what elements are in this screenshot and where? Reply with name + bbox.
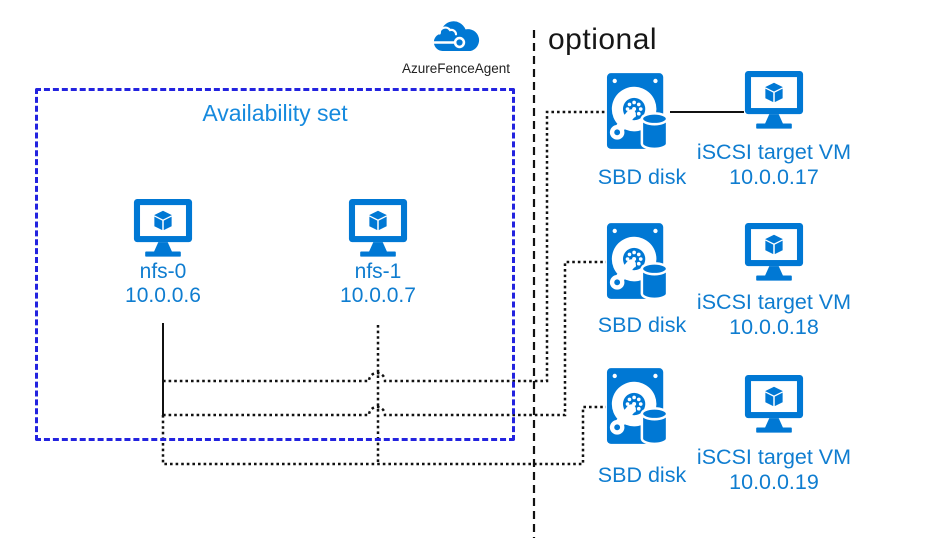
iscsi-vm-label: iSCSI target VM (696, 140, 852, 164)
vm-node-nfs-0: nfs-0 10.0.0.6 (98, 198, 228, 308)
vm-name-label: nfs-1 (354, 260, 402, 283)
sbd-disk-icon (606, 68, 670, 159)
sbd-disk-label: SBD disk (597, 313, 687, 337)
optional-label: optional (548, 23, 658, 56)
availability-set-title: Availability set (202, 100, 348, 126)
iscsi-vm-label: iSCSI target VM (696, 290, 852, 314)
vm-icon (133, 199, 193, 257)
sbd-disk-label: SBD disk (597, 463, 687, 487)
iscsi-vm-ip: 10.0.0.18 (729, 315, 819, 339)
iscsi-vm-icon (744, 70, 804, 137)
vm-node-nfs-1: nfs-1 10.0.0.7 (313, 198, 443, 308)
vm-icon (348, 199, 408, 257)
iscsi-vm-label: iSCSI target VM (696, 445, 852, 469)
iscsi-vm-label-block: iSCSI target VM 10.0.0.17 (684, 140, 864, 190)
iscsi-vm-ip: 10.0.0.19 (729, 470, 819, 494)
azure-fence-agent-cloud-icon (430, 20, 482, 57)
vm-ip-label: 10.0.0.7 (340, 284, 416, 307)
iscsi-vm-ip: 10.0.0.17 (729, 165, 819, 189)
iscsi-vm-label-block: iSCSI target VM 10.0.0.18 (684, 290, 864, 340)
iscsi-vm-label-block: iSCSI target VM 10.0.0.19 (684, 445, 864, 495)
sbd-disk-icon (606, 218, 670, 309)
azure-fence-agent-label: AzureFenceAgent (401, 61, 511, 76)
iscsi-vm-icon (744, 374, 804, 441)
availability-set-box: Availability set (35, 88, 515, 441)
sbd-disk-icon (606, 363, 670, 454)
vm-ip-label: 10.0.0.6 (125, 284, 201, 307)
vm-name-label: nfs-0 (139, 260, 187, 283)
sbd-disk-label: SBD disk (597, 165, 687, 189)
iscsi-vm-icon (744, 222, 804, 289)
